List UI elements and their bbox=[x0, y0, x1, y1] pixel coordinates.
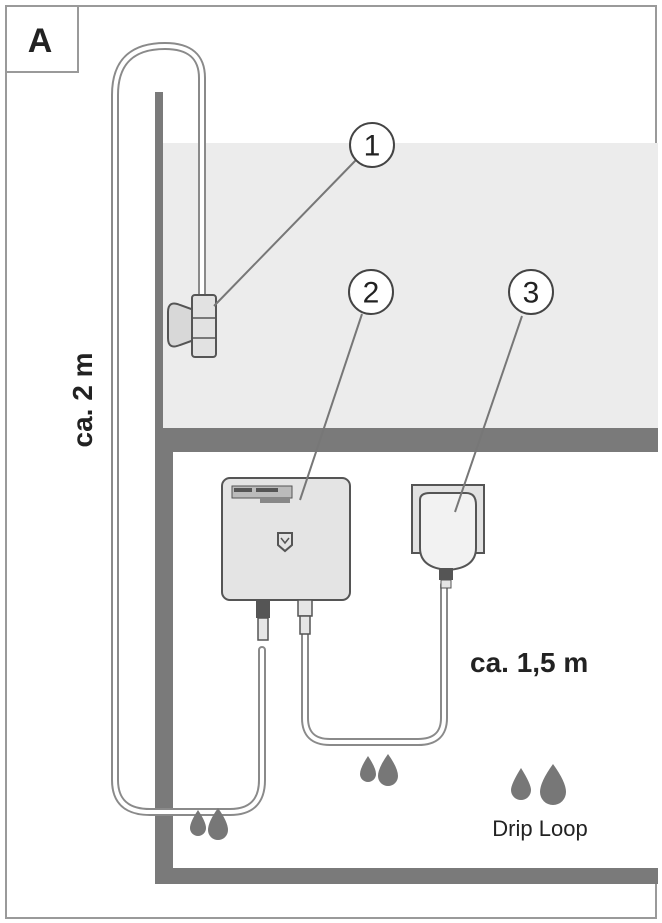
sensor-icon bbox=[167, 294, 217, 358]
callout-3-number: 3 bbox=[523, 277, 540, 310]
callout-2: 2 bbox=[348, 269, 394, 315]
adapter-cable-core bbox=[303, 583, 446, 744]
aquarium-left-wall bbox=[155, 92, 163, 436]
aquarium-water bbox=[163, 143, 658, 428]
callout-2-leader bbox=[299, 313, 363, 501]
callout-1-leader bbox=[213, 159, 357, 307]
vertical-cable-length: ca. 2 m bbox=[67, 353, 98, 448]
aquarium-bottom bbox=[155, 428, 658, 436]
horizontal-cable-length: ca. 1,5 m bbox=[470, 647, 588, 678]
sensor-cable-core bbox=[113, 43, 264, 814]
drip-loop-label: Drip Loop bbox=[492, 816, 587, 841]
callout-1: 1 bbox=[349, 122, 395, 168]
water-drops-icon bbox=[360, 754, 398, 786]
callout-2-number: 2 bbox=[363, 277, 380, 310]
controller-icon bbox=[221, 477, 351, 641]
panel-label-box bbox=[5, 5, 79, 73]
callout-3-leader bbox=[454, 315, 523, 513]
panel-label: A bbox=[28, 22, 53, 60]
water-drops-icon bbox=[190, 808, 228, 840]
power-plug-icon bbox=[411, 484, 485, 589]
callout-3: 3 bbox=[508, 269, 554, 315]
callout-1-number: 1 bbox=[364, 130, 381, 163]
water-drops-icon bbox=[511, 764, 566, 805]
